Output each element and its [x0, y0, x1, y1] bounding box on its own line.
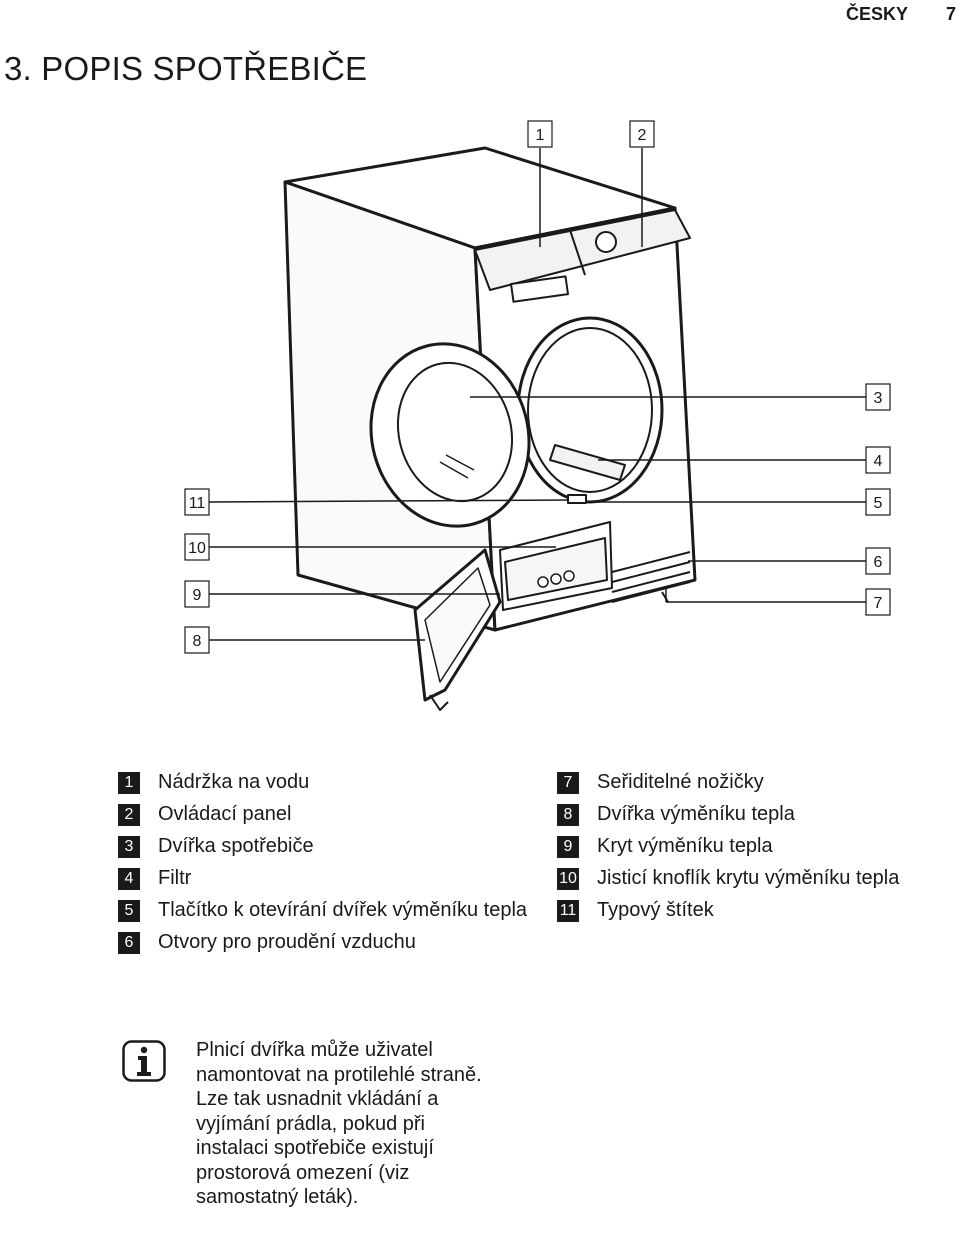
callout-11: 11 — [184, 488, 210, 516]
page-header: ČESKY 7 — [0, 4, 960, 26]
legend-item: 2 Ovládací panel — [118, 802, 528, 826]
legend-item: 7 Seřiditelné nožičky — [557, 770, 957, 794]
svg-text:9: 9 — [193, 587, 202, 604]
svg-text:7: 7 — [874, 595, 883, 612]
legend-text: Kryt výměníku tepla — [597, 835, 773, 857]
legend-text: Otvory pro proudění vzduchu — [158, 931, 416, 953]
callout-6: 6 — [865, 547, 891, 575]
legend-number: 9 — [557, 836, 579, 858]
svg-text:4: 4 — [874, 453, 883, 470]
info-note-text: Plnicí dvířka může uživatel namontovat n… — [196, 1039, 482, 1208]
legend-right: 7 Seřiditelné nožičky 8 Dvířka výměníku te… — [557, 770, 957, 930]
callout-10: 10 — [184, 533, 210, 561]
language-label: ČESKY — [845, 4, 908, 24]
dryer-illustration: 1 2 3 4 5 6 7 8 9 10 11 — [0, 110, 960, 720]
callout-2: 2 — [629, 120, 655, 148]
page-number: 7 — [945, 4, 956, 24]
legend-item: 9 Kryt výměníku tepla — [557, 834, 957, 858]
legend-text: Jisticí knoflík krytu výměníku tepla — [597, 867, 900, 889]
legend-text: Filtr — [158, 867, 192, 889]
legend-number: 8 — [557, 804, 579, 826]
callout-4: 4 — [865, 446, 891, 474]
legend-number: 11 — [557, 900, 579, 922]
legend-number: 4 — [118, 868, 140, 890]
dryer-drawing — [283, 146, 697, 711]
callout-9: 9 — [184, 580, 210, 608]
callout-5: 5 — [865, 488, 891, 516]
legend-item: 11 Typový štítek — [557, 898, 957, 922]
callout-labels: 1 2 3 4 5 6 7 8 9 10 11 — [184, 120, 891, 654]
legend-item: 1 Nádržka na vodu — [118, 770, 528, 794]
callout-8: 8 — [184, 626, 210, 654]
legend-text: Nádržka na vodu — [158, 771, 310, 793]
svg-text:1: 1 — [536, 127, 545, 144]
svg-text:8: 8 — [193, 633, 202, 650]
section-title: 3. POPIS SPOTŘEBIČE — [4, 50, 368, 87]
legend-item: 10 Jisticí knoflík krytu výměníku tepla — [557, 866, 957, 890]
legend-number: 2 — [118, 804, 140, 826]
svg-text:3: 3 — [874, 390, 883, 407]
svg-text:11: 11 — [189, 495, 206, 512]
callout-3: 3 — [865, 383, 891, 411]
legend-item: 8 Dvířka výměníku tepla — [557, 802, 957, 826]
legend-number: 7 — [557, 772, 579, 794]
legend-number: 1 — [118, 772, 140, 794]
legend-text: Seřiditelné nožičky — [597, 771, 764, 793]
legend-text: Typový štítek — [597, 899, 714, 921]
legend-number: 10 — [557, 868, 579, 890]
legend-item: 4 Filtr — [118, 866, 528, 890]
legend-text: Tlačítko k otevírání dvířek výměníku tep… — [158, 899, 528, 921]
legend-item: 6 Otvory pro proudění vzduchu — [118, 930, 528, 954]
callout-7: 7 — [865, 588, 891, 616]
legend-number: 6 — [118, 932, 140, 954]
svg-text:6: 6 — [874, 554, 883, 571]
legend-text: Ovládací panel — [158, 803, 292, 825]
callout-1: 1 — [527, 120, 553, 148]
svg-text:2: 2 — [638, 127, 647, 144]
legend-number: 5 — [118, 900, 140, 922]
svg-text:5: 5 — [874, 495, 883, 512]
svg-text:10: 10 — [188, 540, 206, 557]
callout-leaders — [208, 148, 866, 641]
legend-left: 1 Nádržka na vodu 2 Ovládací panel 3 Dvířka… — [118, 770, 528, 962]
legend-item: 3 Dvířka spotřebiče — [118, 834, 528, 858]
legend-item: 5 Tlačítko k otevírání dvířek výměníku te… — [118, 898, 528, 922]
legend-text: Dvířka spotřebiče — [158, 835, 314, 857]
legend-number: 3 — [118, 836, 140, 858]
info-icon — [122, 1040, 166, 1082]
legend-text: Dvířka výměníku tepla — [597, 803, 795, 825]
